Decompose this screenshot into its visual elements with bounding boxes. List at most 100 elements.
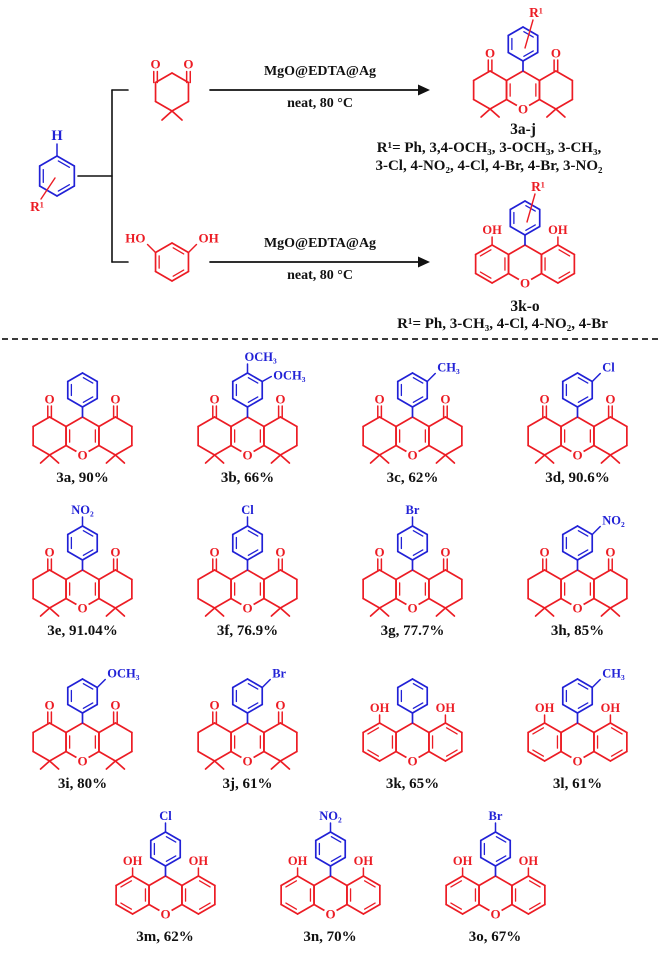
svg-text:O: O xyxy=(605,392,615,407)
svg-text:OH: OH xyxy=(436,701,456,715)
svg-text:OH: OH xyxy=(518,854,538,868)
svg-text:O: O xyxy=(275,545,285,560)
r1-scope-path2: R¹= Ph, 3-CH₃, 4-Cl, 4-NO₂, 4-Br xyxy=(397,316,608,332)
svg-text:O: O xyxy=(110,545,120,560)
svg-text:O: O xyxy=(540,545,550,560)
svg-text:CH₃: CH₃ xyxy=(602,667,625,681)
svg-text:O: O xyxy=(275,392,285,407)
product-label: 3c, 62% xyxy=(386,470,439,486)
svg-text:O: O xyxy=(551,46,561,61)
product-label: 3e, 91.04% xyxy=(47,623,118,639)
svg-text:OH: OH xyxy=(482,223,502,237)
r1-scope-line2: 3-Cl, 4-NO₂, 4-Cl, 4-Br, 4-Br, 3-NO₂ xyxy=(375,158,603,174)
svg-text:O: O xyxy=(242,601,252,616)
product-label: 3b, 66% xyxy=(220,470,275,486)
svg-text:O: O xyxy=(407,448,417,463)
product-label: 3i, 80% xyxy=(57,776,108,792)
svg-text:CH₃: CH₃ xyxy=(437,361,460,375)
product-label: 3l, 61% xyxy=(552,776,603,792)
svg-text:O: O xyxy=(518,102,528,117)
svg-text:O: O xyxy=(110,698,120,713)
svg-text:O: O xyxy=(183,57,193,72)
svg-text:Cl: Cl xyxy=(241,503,254,517)
svg-text:OH: OH xyxy=(287,854,307,868)
product-label: 3o, 67% xyxy=(468,929,522,945)
product-range-3a-j: 3a-j xyxy=(510,121,536,138)
svg-text:Br: Br xyxy=(488,809,502,823)
svg-text:O: O xyxy=(45,545,55,560)
product-label: 3f, 76.9% xyxy=(216,623,279,639)
svg-text:O: O xyxy=(440,392,450,407)
conditions-label-bottom: neat, 80 °C xyxy=(287,268,353,283)
product-label: 3n, 70% xyxy=(303,929,357,945)
svg-text:O: O xyxy=(605,545,615,560)
product-structure: O O O Cl xyxy=(197,503,298,617)
svg-text:R¹: R¹ xyxy=(30,199,44,214)
svg-text:O: O xyxy=(572,448,582,463)
svg-text:OCH₃: OCH₃ xyxy=(107,667,139,681)
svg-text:OH: OH xyxy=(353,854,373,868)
svg-text:O: O xyxy=(110,392,120,407)
svg-text:O: O xyxy=(210,698,220,713)
svg-text:R¹: R¹ xyxy=(531,179,545,194)
svg-text:NO₂: NO₂ xyxy=(602,514,625,528)
svg-text:Br: Br xyxy=(272,667,286,681)
svg-text:O: O xyxy=(242,448,252,463)
product-range-3k-o: 3k-o xyxy=(510,298,540,315)
svg-text:O: O xyxy=(407,754,417,769)
svg-text:O: O xyxy=(160,907,170,922)
product-label: 3h, 85% xyxy=(550,623,605,639)
svg-text:O: O xyxy=(490,907,500,922)
svg-text:O: O xyxy=(540,392,550,407)
section-divider xyxy=(2,338,658,340)
svg-text:O: O xyxy=(210,545,220,560)
product-label: 3g, 77.7% xyxy=(380,623,445,639)
svg-text:O: O xyxy=(440,545,450,560)
svg-text:OH: OH xyxy=(188,854,208,868)
svg-text:O: O xyxy=(242,754,252,769)
svg-text:HO: HO xyxy=(125,231,145,246)
svg-text:OH: OH xyxy=(452,854,472,868)
svg-text:OH: OH xyxy=(601,701,621,715)
svg-text:OH: OH xyxy=(370,701,390,715)
svg-text:OH: OH xyxy=(535,701,555,715)
svg-text:O: O xyxy=(210,392,220,407)
svg-text:OH: OH xyxy=(548,223,568,237)
svg-text:O: O xyxy=(77,754,87,769)
svg-text:O: O xyxy=(45,392,55,407)
svg-text:O: O xyxy=(520,276,530,291)
svg-text:O: O xyxy=(150,57,160,72)
product-label: 3m, 62% xyxy=(136,929,194,945)
svg-text:O: O xyxy=(275,698,285,713)
svg-text:OH: OH xyxy=(198,231,218,246)
r1-scope-line1: R¹= Ph, 3,4-OCH₃, 3-OCH₃, 3-CH₃, xyxy=(376,140,602,156)
svg-text:O: O xyxy=(325,907,335,922)
svg-text:Br: Br xyxy=(406,503,420,517)
